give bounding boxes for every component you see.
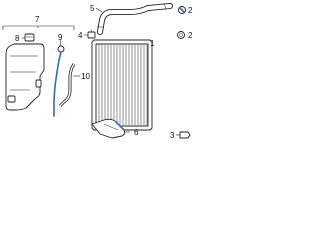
- callout-2b: 2: [188, 31, 193, 40]
- hose-clamp: [177, 6, 186, 39]
- lower-radiator-hose: [91, 118, 130, 139]
- dipstick: [53, 39, 65, 117]
- callout-3: 3: [170, 131, 175, 140]
- callout-6: 6: [134, 128, 139, 137]
- callout-9: 9: [58, 33, 63, 42]
- fastener: [176, 131, 191, 139]
- callout-7: 7: [35, 15, 40, 24]
- radiator: [91, 39, 153, 131]
- reservoir-cap: [22, 33, 35, 42]
- callout-5: 5: [90, 4, 95, 13]
- upper-radiator-hose: [95, 2, 173, 35]
- callout-2: 2: [188, 6, 193, 15]
- bleed-valve: [84, 30, 96, 39]
- coolant-reservoir: [5, 43, 45, 111]
- callout-8: 8: [15, 34, 20, 43]
- parts-diagram: 1 2 2 3 4 5 6 7 8 9 10: [0, 0, 200, 147]
- callout-1: 1: [150, 39, 155, 48]
- callout-10: 10: [81, 72, 90, 81]
- callout-4: 4: [78, 31, 83, 40]
- reservoir-hose: [58, 63, 80, 108]
- reservoir-group-bracket: [2, 25, 75, 30]
